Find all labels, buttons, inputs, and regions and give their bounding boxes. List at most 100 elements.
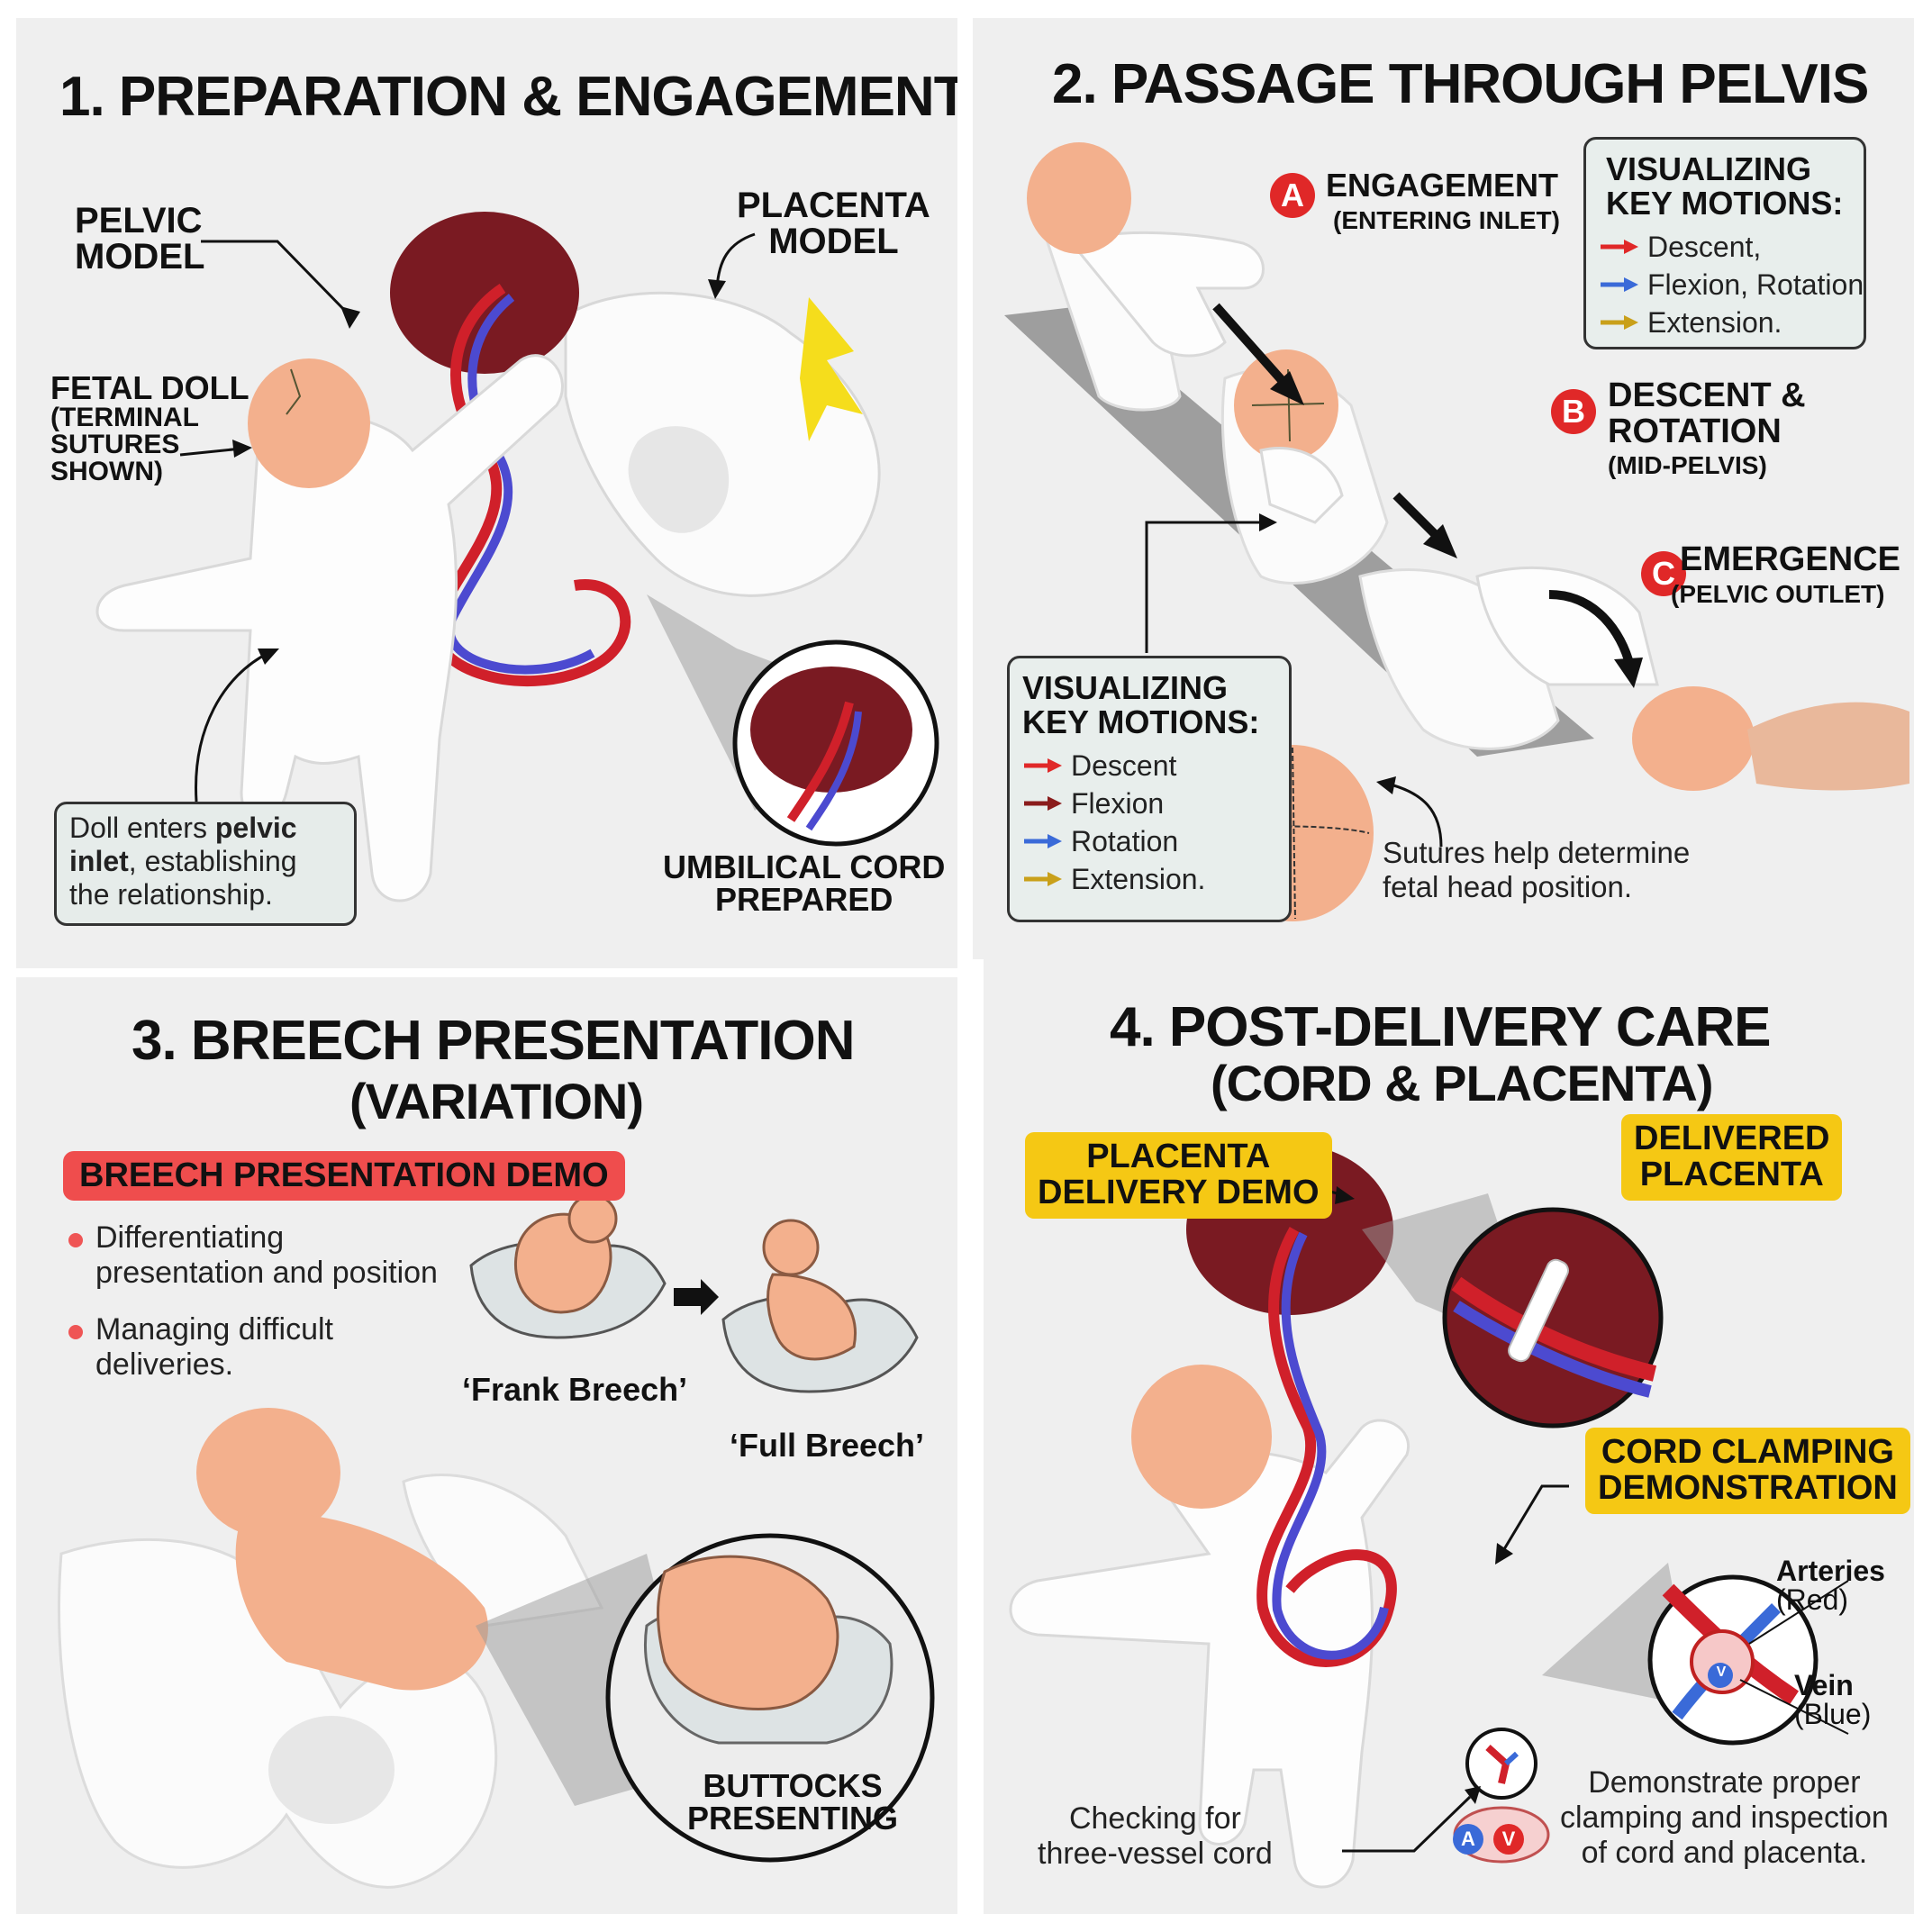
frank-breech-label: ‘Frank Breech’ <box>462 1371 688 1408</box>
panel1-title: 1. PREPARATION & ENGAGEMENT <box>59 66 957 128</box>
cord-red <box>1256 1227 1397 1667</box>
motions-bottom-list: Descent Flexion Rotation Extension. <box>1022 747 1205 898</box>
placenta-model-label: PLACENTA MODEL <box>737 187 930 259</box>
pelvis-model-shape <box>564 291 881 597</box>
delivered-line2: PLACENTA <box>1639 1155 1824 1193</box>
step-c-badge: C <box>1641 551 1686 596</box>
cord-clamping-line2: DEMONSTRATION <box>1598 1468 1898 1507</box>
rotation-arrow-icon <box>1601 277 1638 292</box>
motion-bottom-extension: Extension. <box>1022 860 1205 898</box>
placenta-model-line2: MODEL <box>768 222 899 261</box>
sutures-note: Sutures help determine fetal head positi… <box>1383 836 1690 904</box>
step-b-line2: ROTATION <box>1608 412 1782 450</box>
panel-preparation-engagement: 1. PREPARATION & ENGAGEMENT PELVIC MODEL… <box>16 18 957 968</box>
caption-l2b: , establishing <box>128 844 297 877</box>
flexion-arrow-icon <box>1024 796 1062 811</box>
descent-arrow-icon <box>1024 758 1062 773</box>
breech-baby-head <box>196 1408 340 1537</box>
demonstrate-line1: Demonstrate proper <box>1588 1765 1861 1800</box>
motion-bottom-extension-label: Extension. <box>1071 862 1206 895</box>
vessel-v-letter: V <box>1501 1828 1516 1850</box>
cord-blue <box>1272 1231 1389 1660</box>
doll-a-head <box>1027 142 1131 254</box>
motions-top-title-1: VISUALIZING <box>1606 150 1812 187</box>
motion-top-descent: Descent, <box>1599 228 1864 266</box>
zoom-cord-blue <box>1453 1301 1652 1398</box>
motion-top-descent-label: Descent, <box>1647 230 1762 263</box>
panel4-subtitle: (CORD & PLACENTA) <box>1211 1055 1713 1111</box>
caption-arrow <box>195 651 269 803</box>
caption-l2a: inlet <box>69 844 129 877</box>
cord-clamp <box>1508 1258 1569 1363</box>
demonstrate-note: Demonstrate proper clamping and inspecti… <box>1560 1765 1889 1871</box>
panel1-illustration <box>95 212 939 903</box>
sutures-note-line1: Sutures help determine <box>1383 836 1691 869</box>
placenta-model-arrowhead <box>708 279 726 299</box>
motions-box-top: VISUALIZING KEY MOTIONS: Descent, Flexio… <box>1583 137 1866 349</box>
caption-l3: the relationship. <box>69 877 273 911</box>
zoom-cord-red <box>786 701 854 822</box>
full-baby-body <box>766 1273 857 1361</box>
bullet-dot <box>68 1233 83 1247</box>
bullet-2: Managing difficult deliveries. <box>68 1312 333 1383</box>
step-a-badge: A <box>1270 173 1315 218</box>
cord-clamping-line1: CORD CLAMPING <box>1601 1433 1894 1471</box>
step-c-sub: (PELVIC OUTLET) <box>1671 580 1885 608</box>
motion-arrow-2 <box>1392 492 1445 544</box>
placenta-demo-label: PLACENTA DELIVERY DEMO <box>1025 1132 1332 1219</box>
step-b-line1: DESCENT & <box>1608 376 1806 414</box>
motion-top-flexion-rotation: Flexion, Rotation <box>1599 266 1864 304</box>
vein-letter: V <box>1716 1664 1727 1680</box>
vessel-a-circle <box>1453 1824 1483 1855</box>
vessel-a-letter: A <box>1461 1828 1475 1850</box>
fetal-doll-line3: SUTURES <box>50 430 180 459</box>
fetal-doll-arrowhead <box>232 440 252 458</box>
motion-top-extension: Extension. <box>1599 304 1864 341</box>
checking-arrowhead <box>1465 1786 1481 1804</box>
rotation-arrow-icon <box>1024 834 1062 848</box>
fetal-doll-head <box>248 358 370 488</box>
descent-arrow-icon <box>1601 240 1638 254</box>
umbilical-line2: PREPARED <box>714 881 893 918</box>
doll-c-head <box>1632 686 1755 791</box>
placenta-zoom-circle <box>1442 1207 1664 1429</box>
vessel-v-circle <box>1493 1824 1524 1855</box>
motion-bottom-descent: Descent <box>1022 747 1205 785</box>
pelvic-model-label: PELVIC MODEL <box>75 203 204 275</box>
zoom-placenta <box>750 667 912 793</box>
zoom-buttocks <box>657 1555 839 1711</box>
motion-bottom-rotation: Rotation <box>1022 822 1205 860</box>
suture-line <box>286 368 302 415</box>
fetal-doll-arrow <box>179 447 242 457</box>
doll-body <box>1009 1419 1410 1889</box>
doll-c-body <box>1475 566 1659 686</box>
panel4-illustration <box>1009 1144 1849 1889</box>
hand <box>1747 702 1909 791</box>
panel2-title: 2. PASSAGE THROUGH PELVIS <box>1052 53 1869 115</box>
motions-bottom-title: VISUALIZING KEY MOTIONS: <box>1022 671 1259 739</box>
caption-box: Doll enters pelvic inlet, establishing t… <box>54 802 357 926</box>
checking-note: Checking for three-vessel cord <box>1038 1801 1273 1872</box>
fetal-doll-line4: SHOWN) <box>50 457 163 486</box>
arteries-line2: (Red) <box>1776 1583 1849 1616</box>
fetal-doll-line1: FETAL DOLL <box>50 369 249 406</box>
checking-line1: Checking for <box>1068 1801 1241 1836</box>
motions-top-title: VISUALIZING KEY MOTIONS: <box>1606 152 1843 221</box>
delivered-line1: DELIVERED <box>1634 1120 1830 1157</box>
buttocks-line1: BUTTOCKS <box>703 1767 883 1804</box>
motion-arrowhead-3 <box>1614 658 1643 688</box>
placenta-demo-arrowhead <box>1335 1186 1355 1204</box>
vessel-cross-section <box>1690 1629 1755 1694</box>
box-connector <box>1145 521 1265 653</box>
breech-pelvis-opening <box>268 1716 395 1824</box>
bullet-1-line2: presentation and position <box>95 1256 438 1291</box>
motion-top-flexion-label: Flexion, Rotation <box>1647 268 1864 301</box>
doll-b-body <box>1259 446 1344 524</box>
panel4-title: 4. POST-DELIVERY CARE <box>1110 996 1772 1058</box>
breech-transition-arrow <box>674 1279 719 1315</box>
pelvic-model-line2: MODEL <box>75 237 205 277</box>
placenta-model-line1: PLACENTA <box>737 186 930 225</box>
bullet-dot <box>68 1325 83 1339</box>
doll-a-body <box>1069 231 1265 358</box>
demonstrate-line2: clamping and inspection <box>1560 1800 1889 1836</box>
